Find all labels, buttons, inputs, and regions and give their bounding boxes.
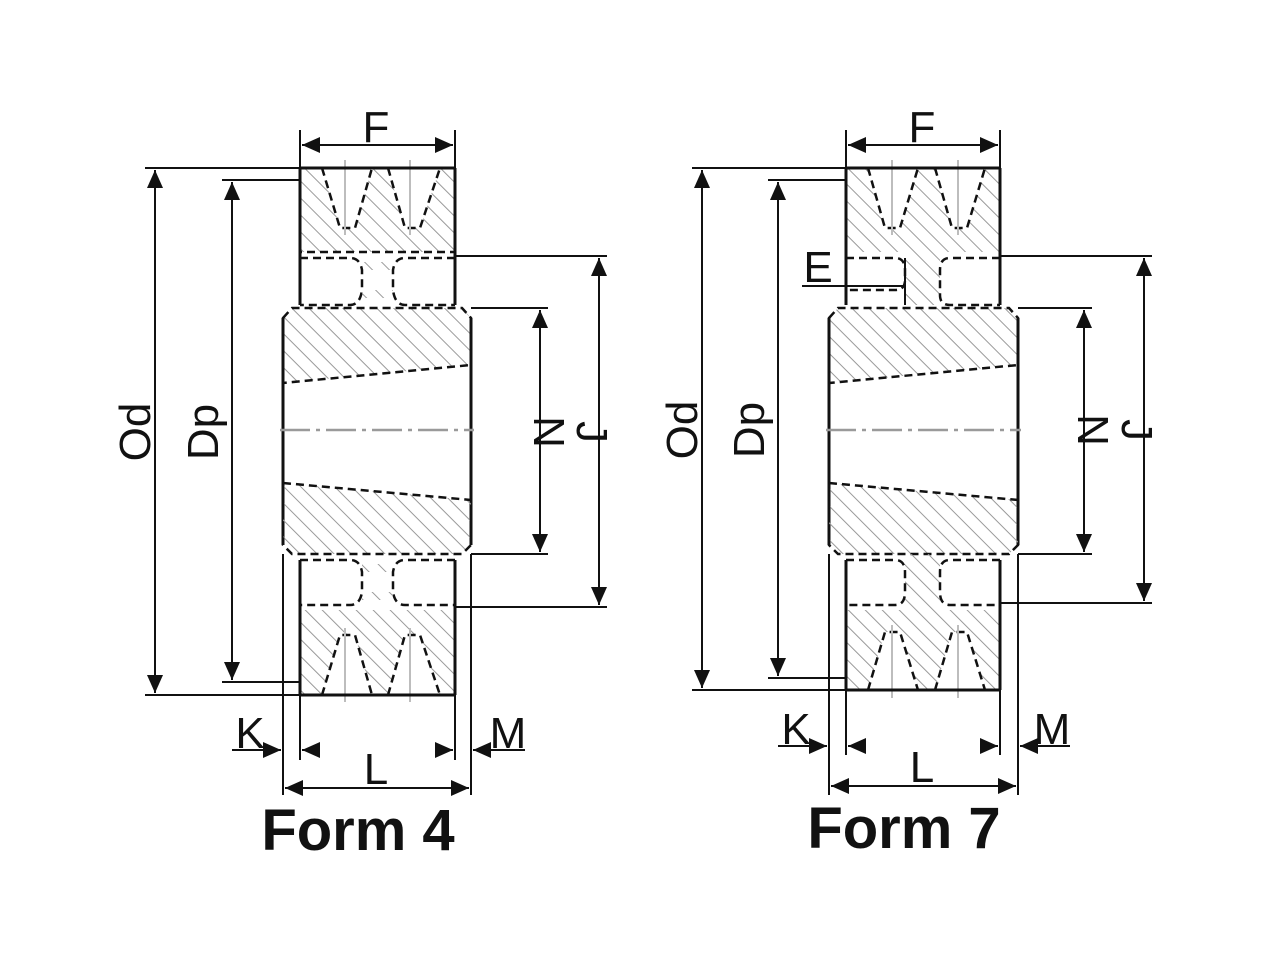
form7-label-K: K xyxy=(781,705,810,754)
form7-label-N: N xyxy=(1068,414,1117,446)
form4-label-Od: Od xyxy=(111,403,160,462)
form7-label-E: E xyxy=(803,243,832,292)
form4-title: Form 4 xyxy=(261,798,454,863)
form4-label-K: K xyxy=(235,709,264,758)
form4-label-N: N xyxy=(524,416,573,448)
form7-label-J: J xyxy=(1112,419,1161,441)
form7-label-F: F xyxy=(909,103,936,152)
form4-label-J: J xyxy=(567,421,616,443)
form4-label-L: L xyxy=(364,745,388,794)
form7-label-L: L xyxy=(910,743,934,792)
form7-label-M: M xyxy=(1034,705,1071,754)
form7-label-Od: Od xyxy=(658,401,707,460)
form7-label-Dp: Dp xyxy=(725,402,774,458)
form4-label-F: F xyxy=(363,103,390,152)
form7-drawing xyxy=(692,130,1152,795)
form4-label-Dp: Dp xyxy=(179,404,228,460)
form7-title: Form 7 xyxy=(807,796,1000,861)
form4-label-M: M xyxy=(490,709,527,758)
form4-drawing xyxy=(145,130,607,796)
